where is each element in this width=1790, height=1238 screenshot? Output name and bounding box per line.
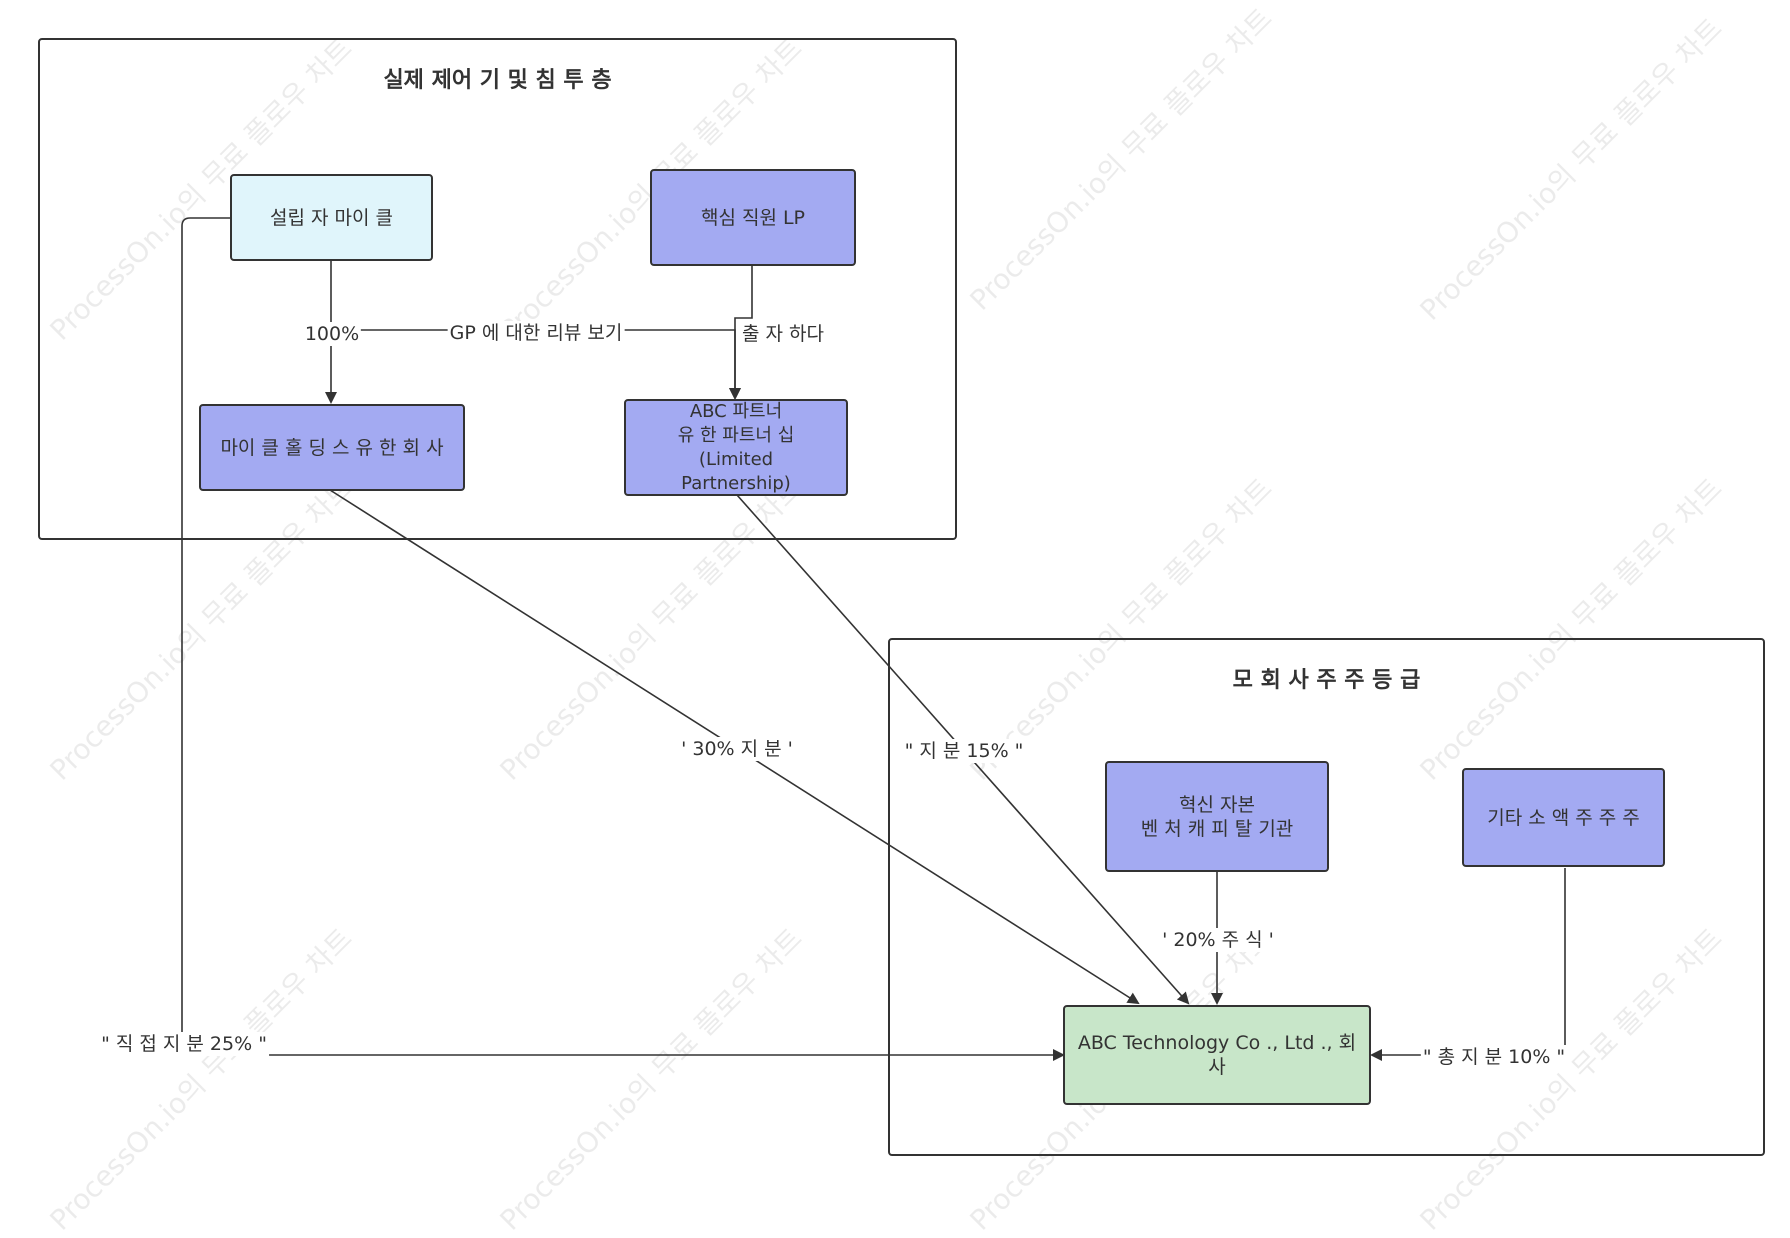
minority-shareholders-node[interactable]: 기타 소 액 주 주 주 bbox=[1462, 768, 1665, 867]
edge-label-founder-gp: GP 에 대한 리뷰 보기 bbox=[447, 321, 625, 345]
edge-label-holdings-abc: ' 30% 지 분 ' bbox=[679, 737, 795, 761]
edge-label-vc-abc: ' 20% 주 식 ' bbox=[1160, 928, 1276, 952]
parent-shareholders-title: 모 회 사 주 주 등 급 bbox=[1232, 668, 1421, 693]
edge-label-lp-abc: " 지 분 15% " bbox=[902, 739, 1026, 763]
holdings-company-node[interactable]: 마이 클 홀 딩 스 유 한 회 사 bbox=[199, 404, 465, 491]
founder-node[interactable]: 설립 자 마이 클 bbox=[230, 174, 433, 261]
control-layer-cluster: 실제 제어 기 및 침 투 층 bbox=[38, 38, 957, 540]
abc-partners-lp-node[interactable]: ABC 파트너 유 한 파트너 십 (Limited Partnership) bbox=[624, 399, 848, 496]
control-layer-title: 실제 제어 기 및 침 투 층 bbox=[383, 68, 612, 93]
edge-label-founder-holdings: 100% bbox=[302, 322, 362, 346]
parent-shareholders-cluster: 모 회 사 주 주 등 급 bbox=[888, 638, 1765, 1156]
abc-technology-node[interactable]: ABC Technology Co ., Ltd ., 회 사 bbox=[1063, 1005, 1371, 1105]
core-employee-lp-node[interactable]: 핵심 직원 LP bbox=[650, 169, 856, 266]
edge-founder-direct bbox=[181, 217, 1065, 1061]
edge-label-core-invest: 출 자 하다 bbox=[740, 322, 826, 346]
vc-node[interactable]: 혁신 자본 벤 처 캐 피 탈 기관 bbox=[1105, 761, 1329, 872]
edge-label-founder-direct: " 직 접 지 분 25% " bbox=[99, 1032, 269, 1056]
edge-core-invest bbox=[729, 266, 753, 400]
edge-label-minority-abc: " 총 지 분 10% " bbox=[1420, 1045, 1568, 1069]
